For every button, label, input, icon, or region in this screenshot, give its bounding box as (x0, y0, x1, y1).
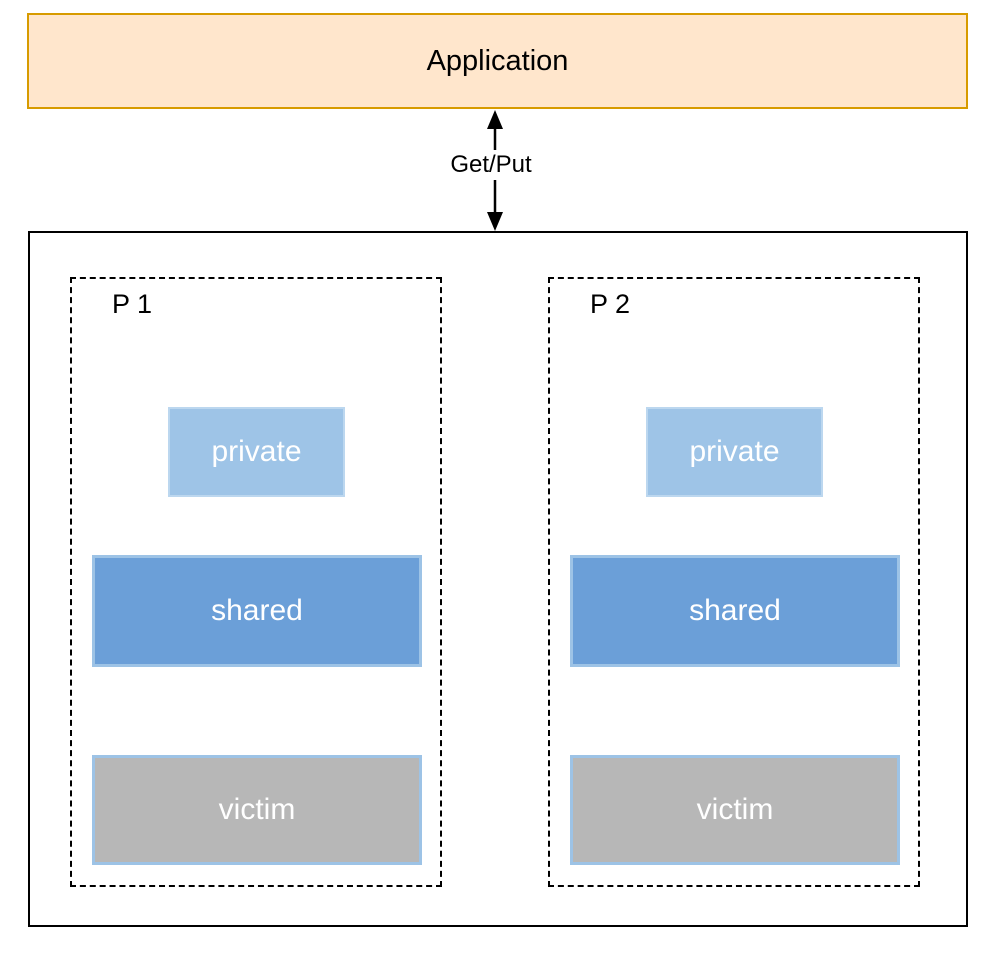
arrow-head-up-icon (487, 110, 503, 129)
p2-shared-block: shared (570, 555, 900, 667)
p2-shared-label: shared (689, 594, 781, 627)
partition-p2: P 2 private shared victim (548, 277, 920, 887)
p2-victim-block: victim (570, 755, 900, 865)
p1-private-label: private (211, 435, 302, 468)
p1-victim-block: victim (92, 755, 422, 865)
partition-p2-label: P 2 (590, 289, 631, 319)
p2-private-block: private (646, 407, 823, 497)
p2-private-label: private (689, 435, 780, 468)
p1-victim-label: victim (218, 793, 296, 826)
arrow-head-down-icon (487, 212, 503, 231)
partition-p1: P 1 private shared victim (70, 277, 442, 887)
p1-shared-block: shared (92, 555, 422, 667)
application-label: Application (426, 44, 569, 77)
p2-victim-label: victim (696, 793, 774, 826)
get-put-label: Get/Put (445, 150, 537, 180)
p1-private-block: private (168, 407, 345, 497)
p1-shared-label: shared (211, 594, 303, 627)
partition-p1-label: P 1 (112, 289, 153, 319)
memory-box: P 1 private shared victim P 2 private sh… (28, 231, 968, 927)
application-box: Application (27, 13, 968, 109)
